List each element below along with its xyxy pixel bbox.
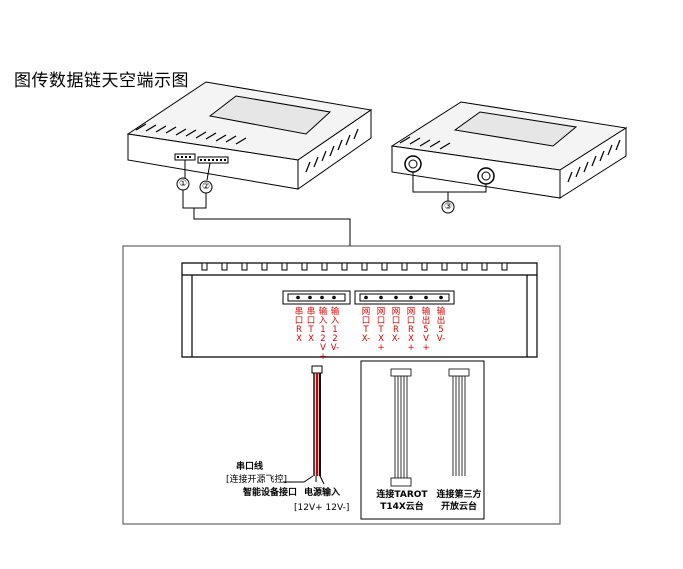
pin-label: 串口TX — [306, 307, 316, 344]
pin-label: 网口RX- — [391, 307, 401, 344]
pin-label: 输入12V+ — [318, 307, 328, 362]
connector-right — [354, 290, 455, 305]
pin-label: 网口TX- — [361, 307, 371, 344]
pin-label: 输出5V- — [436, 307, 446, 344]
device-left — [126, 81, 373, 190]
tarot-label-2: T14X云台 — [380, 502, 424, 512]
cable-power-serial — [283, 365, 325, 485]
gimbal-cable-box — [360, 360, 485, 520]
pin-label: 网口TX+ — [376, 307, 386, 353]
serial-line-label: 串口线 — [236, 462, 264, 472]
power-input-label: 电源输入 — [304, 488, 341, 498]
third-party-label-2: 开放云台 — [440, 502, 477, 512]
cable-third-party — [448, 368, 470, 476]
connector-left — [282, 290, 351, 305]
detail-frame — [122, 245, 561, 525]
device-right — [390, 101, 628, 199]
smart-port-label: 智能设备接口 — [243, 488, 298, 498]
callout-1: ① — [178, 179, 188, 189]
pin-label: 输入12V- — [330, 307, 340, 353]
page-title: 图传数据链天空端示图 — [14, 71, 189, 91]
tarot-label-1: 连接TAROT — [376, 490, 428, 500]
callout-2: ② — [201, 182, 211, 192]
board-end — [181, 262, 538, 358]
pin-label: 串口RX — [294, 307, 304, 344]
pin-label: 输出5V+ — [421, 307, 431, 353]
third-party-label-1: 连接第三方 — [436, 490, 482, 500]
pin-label: 网口RX+ — [406, 307, 416, 353]
cable-tarot — [390, 368, 412, 487]
callout-lines-right — [412, 172, 487, 214]
power-range-label: [12V+ 12V-] — [294, 503, 350, 513]
serial-connect-label: [连接开源飞控] — [226, 475, 288, 485]
callout-3: ③ — [443, 202, 453, 212]
callout-lines-left — [176, 160, 351, 246]
